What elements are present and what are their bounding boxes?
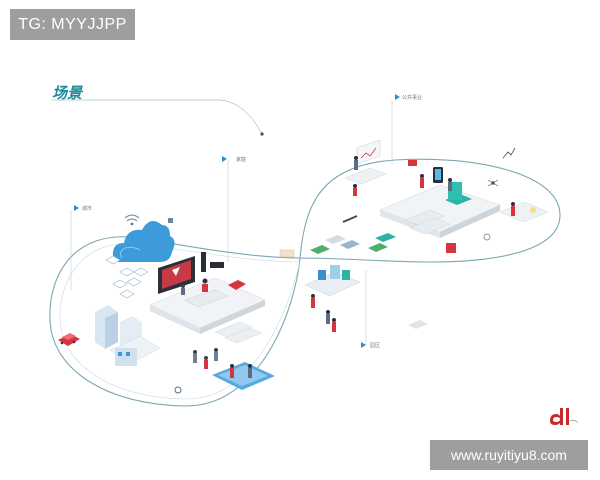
home-platform [149,252,266,334]
floor-tile [408,320,428,329]
public-platform [379,167,501,238]
wifi-icon [124,214,140,226]
watermark-top: TG: MYYJJPP [10,9,135,40]
campus-buildings [304,233,396,297]
red-cube-icon [446,243,456,253]
center-device [279,249,295,258]
blue-square-platform [212,362,275,390]
public-marker-arrow [395,94,400,100]
page-title: 场景 [52,84,83,102]
lock-icon [168,218,173,223]
small-figures [193,348,218,369]
cloud-icon [112,221,175,262]
brand-logo [550,408,579,425]
label-public: 公共事业 [402,95,423,101]
right-station [499,201,549,223]
red-box-icon [408,160,417,166]
title-leader-dot [260,132,264,136]
gear-icon [174,386,182,394]
target-icon [483,233,491,241]
watermark-bottom: www.ruyitiyu8.com [430,440,588,470]
floor-panels [214,321,263,344]
trend-icon [502,147,516,159]
keyboard-icon [342,215,358,223]
campus-people [311,294,336,332]
campus-marker-arrow [361,342,366,348]
red-car-icon [58,333,80,346]
label-city: 城市 [82,206,93,212]
label-campus: 园区 [370,343,381,349]
title-leader-line [52,99,263,135]
city-buildings [95,305,161,366]
home-marker-arrow [222,156,227,162]
label-home: 家庭 [236,157,247,163]
office-desk [344,167,387,196]
infinity-path [49,158,561,407]
cube-network-graphic [105,255,149,299]
city-marker-arrow [74,205,79,211]
drone-icon [487,179,499,187]
presentation-board [354,139,381,170]
